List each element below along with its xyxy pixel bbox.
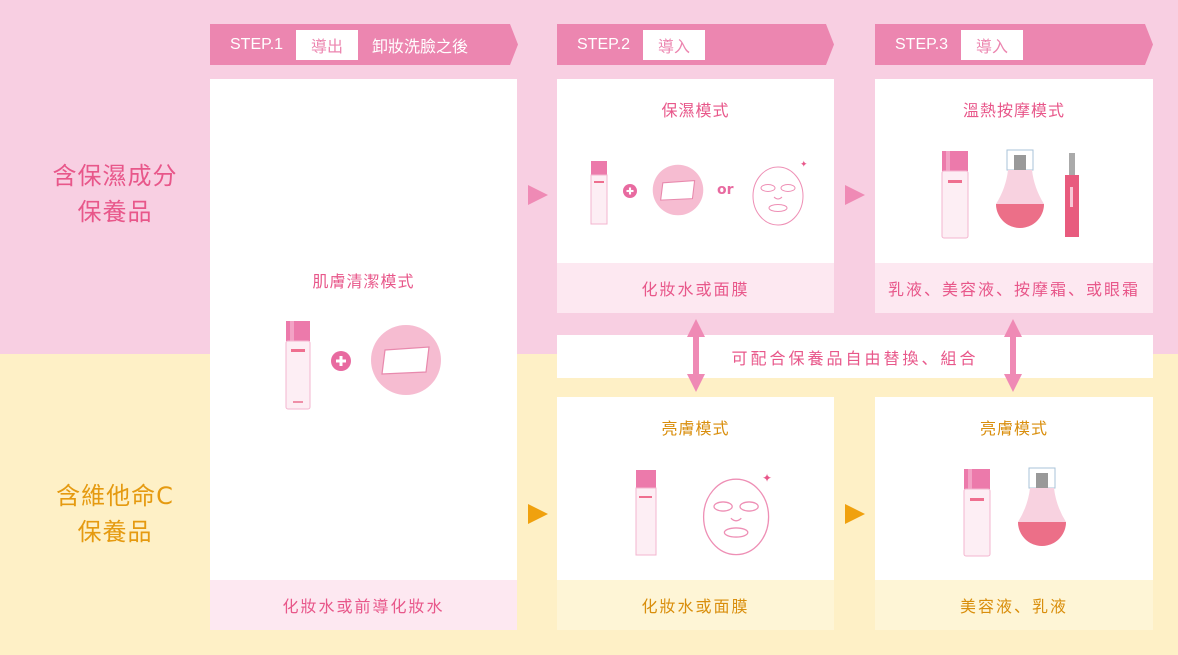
card-footer: 化妝水或面膜	[557, 580, 834, 630]
row-label-line: 保養品	[77, 198, 153, 226]
step-number: STEP.1	[230, 35, 284, 53]
double-arrow-icon	[687, 319, 705, 392]
serum-bottle-icon	[1018, 467, 1066, 546]
row-label-line: 保養品	[77, 518, 153, 546]
card-brightening-mode-step2: 亮膚模式 ✦ 化妝水或面膜	[557, 397, 834, 630]
card-footer: 乳液、美容液、按摩霜、或眼霜	[875, 263, 1153, 313]
card-brightening-mode-step3: 亮膚模式 美容液、乳液	[875, 397, 1153, 630]
bottle-icon	[635, 470, 657, 556]
card-cleansing-mode: 肌膚清潔模式 化妝水或前導化妝水	[210, 79, 517, 630]
card-title: 肌膚清潔模式	[312, 272, 415, 291]
step-3-header: STEP.3 導入	[875, 24, 1153, 65]
card-footer: 美容液、乳液	[875, 580, 1153, 630]
arrow-right-icon	[845, 504, 865, 524]
card-title: 亮膚模式	[979, 419, 1048, 438]
swap-note-text: 可配合保養品自由替換、組合	[731, 348, 979, 368]
face-mask-icon: ✦	[752, 160, 808, 226]
cotton-pad-icon	[371, 325, 441, 395]
serum-bottle-icon	[996, 149, 1044, 228]
sparkle-icon: ✦	[800, 160, 808, 170]
step-1-header: STEP.1 導出 卸妝洗臉之後	[210, 24, 518, 65]
step-tag: 導入	[961, 30, 1023, 60]
bottle-icon	[590, 161, 608, 225]
bottle-icon	[941, 151, 969, 239]
card-title: 亮膚模式	[661, 419, 730, 438]
step-number: STEP.3	[895, 35, 949, 53]
bottle-icon	[285, 321, 311, 410]
row-label-moisture: 含保濕成分 保養品	[20, 158, 210, 230]
bottle-icon	[963, 469, 991, 557]
double-arrow-icon	[1004, 319, 1022, 392]
sparkle-icon: ✦	[762, 471, 772, 485]
card-warm-massage-mode: 溫熱按摩模式 ✦ 乳液、美容液、按摩霜、或眼霜	[875, 79, 1153, 313]
swap-note: 可配合保養品自由替換、組合	[557, 335, 1153, 378]
arrow-right-icon	[528, 504, 548, 524]
plus-icon	[623, 184, 637, 198]
step-number: STEP.2	[577, 35, 631, 53]
step-2-header: STEP.2 導入	[557, 24, 834, 65]
step-tag: 導入	[643, 30, 705, 60]
card-title: 溫熱按摩模式	[962, 101, 1065, 120]
row-label-vitamin-c: 含維他命C 保養品	[20, 478, 210, 550]
step-tag: 導出	[296, 30, 358, 60]
step-description: 卸妝洗臉之後	[372, 36, 469, 56]
arrow-right-icon	[528, 185, 548, 205]
row-label-line: 含維他命C	[56, 482, 174, 510]
face-mask-icon: ✦	[702, 471, 772, 556]
plus-icon	[331, 351, 351, 371]
arrow-right-icon	[845, 185, 865, 205]
or-label: or	[717, 182, 734, 198]
card-moisture-mode: 保濕模式 or ✦ 化妝水或面膜	[557, 79, 834, 313]
card-footer: 化妝水或前導化妝水	[210, 580, 517, 630]
cotton-pad-icon	[652, 164, 704, 216]
card-footer: 化妝水或面膜	[557, 263, 834, 313]
card-title: 保濕模式	[661, 101, 730, 120]
row-label-line: 含保濕成分	[52, 162, 178, 190]
eye-cream-tube-icon: ✦	[1065, 153, 1079, 237]
